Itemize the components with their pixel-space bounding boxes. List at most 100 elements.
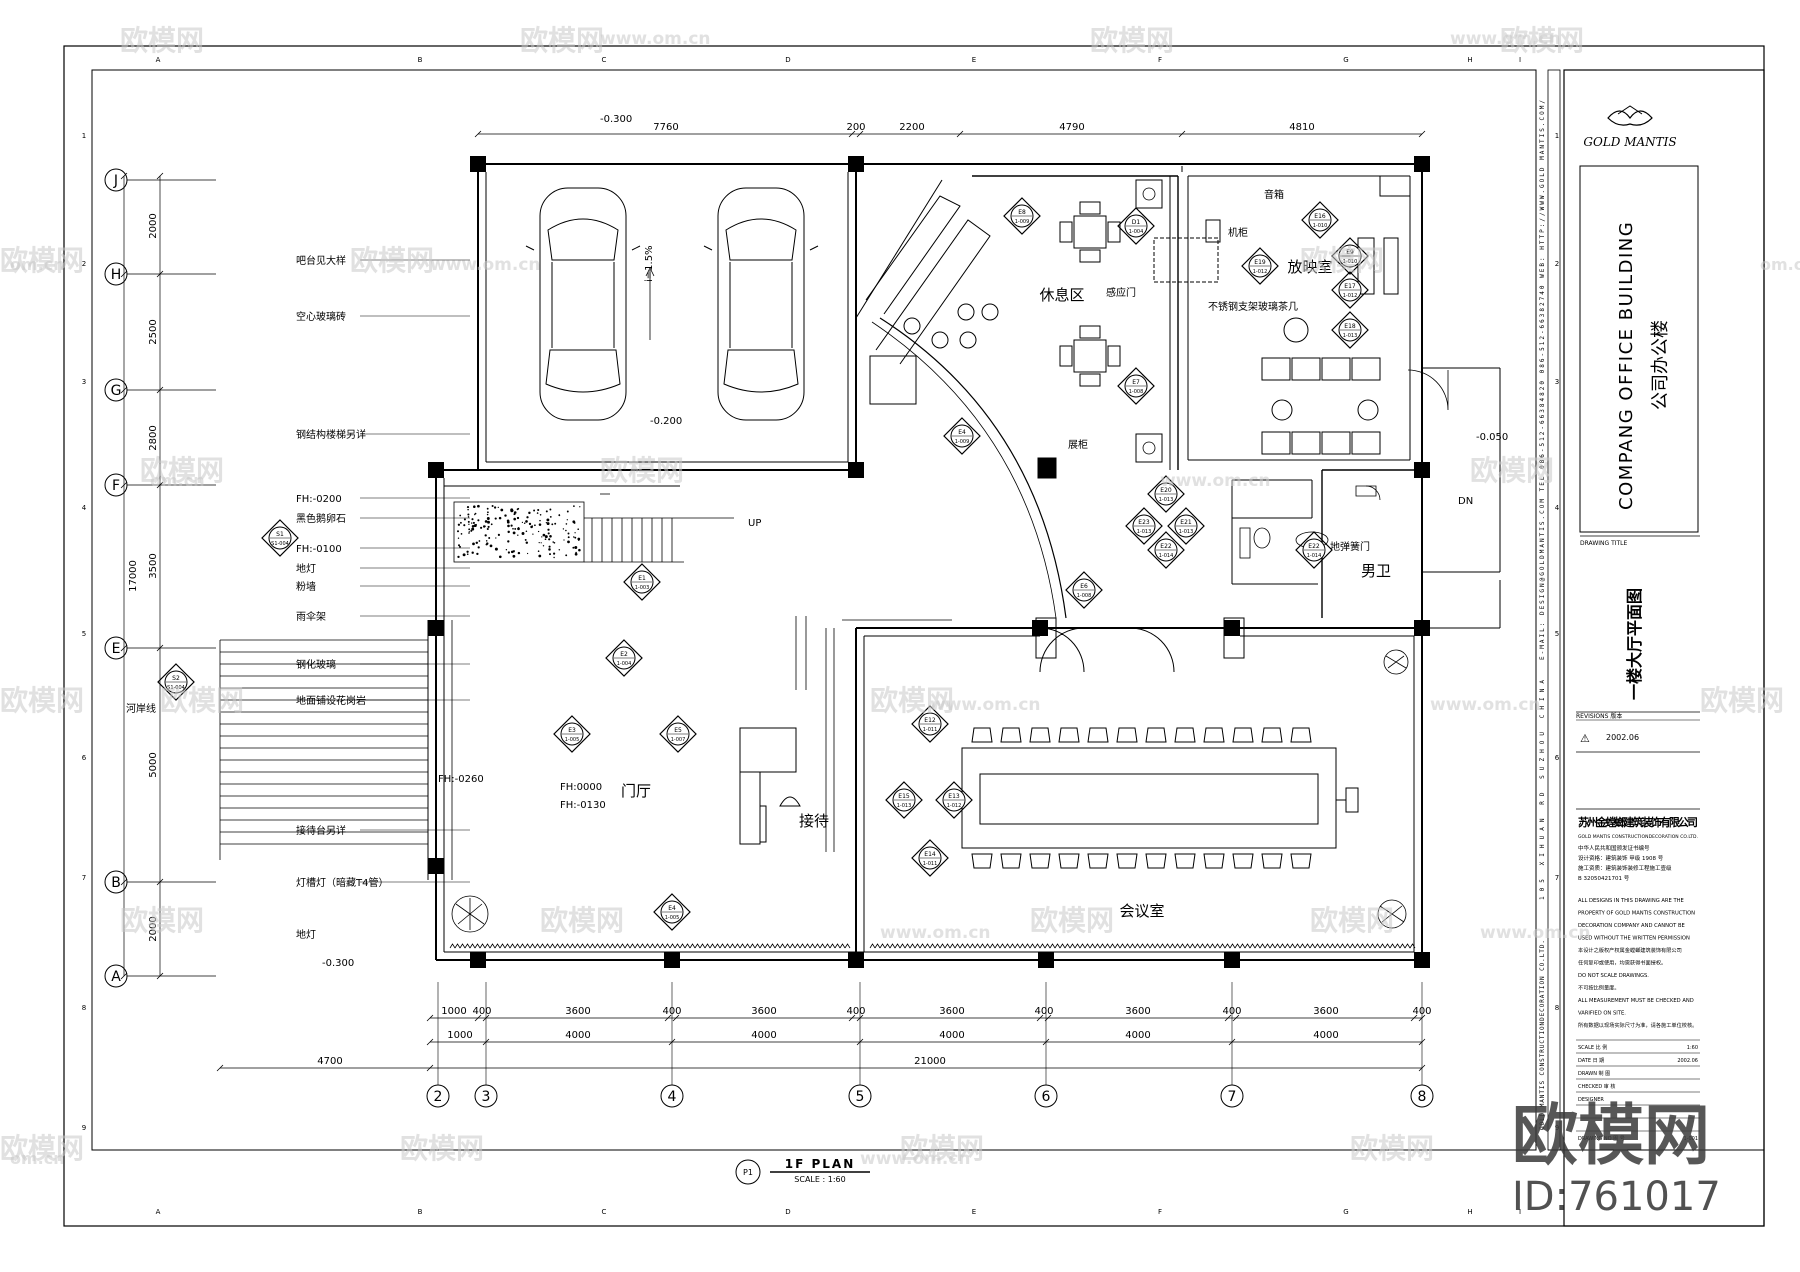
annotation-label: FH:-0200 <box>296 494 342 505</box>
dimension-text: 4810 <box>1289 122 1314 133</box>
column <box>848 156 864 172</box>
annotation-label: FH:0000 <box>560 782 602 793</box>
svg-text:1-004: 1-004 <box>1129 229 1144 235</box>
bar-counter <box>855 179 999 405</box>
border-letter: C <box>602 56 607 64</box>
svg-text:E7: E7 <box>1132 379 1140 386</box>
watermarks: 欧模网欧模网欧模网欧模网欧模网欧模网欧模网欧模网欧模网欧模网欧模网欧模网欧模网欧… <box>0 24 1800 1169</box>
svg-text:1-010: 1-010 <box>1313 223 1328 229</box>
watermark-url: www.om.cn <box>860 1149 971 1169</box>
watermark-url: om.cn <box>1760 255 1800 274</box>
grid-row-label: B <box>111 875 121 891</box>
cert-line: 施工资质：建筑装饰装修工程施工壹级 <box>1578 864 1672 872</box>
annotation-label: 灯槽灯（暗藏T4管） <box>296 876 388 889</box>
border-letter: G <box>1343 1208 1348 1216</box>
annotation-labels: 吧台见大样空心玻璃砖钢结构楼梯另详FH:-0200黑色鹅卵石FH:-0100地灯… <box>126 114 1508 969</box>
column <box>1224 952 1240 968</box>
column <box>428 858 444 874</box>
border-number: 1 <box>82 132 86 140</box>
car-1-icon <box>525 187 641 421</box>
dimension-text: 2200 <box>899 122 924 133</box>
dimension-text: 5000 <box>148 752 159 777</box>
svg-text:1-012: 1-012 <box>1343 293 1358 299</box>
annotation-label: 地弹簧门 <box>1330 540 1370 553</box>
svg-text:1-012: 1-012 <box>1253 269 1268 275</box>
dimension-text: 4790 <box>1059 122 1084 133</box>
annotation-label: 黑色鹅卵石 <box>296 512 346 525</box>
border-number: 8 <box>82 1004 86 1012</box>
svg-text:1-013: 1-013 <box>1159 497 1174 503</box>
border-letter: F <box>1158 1208 1162 1216</box>
column <box>848 462 864 478</box>
disclaimer-notes: ALL DESIGNS IN THIS DRAWING ARE THEPROPE… <box>1578 898 1697 1029</box>
grid-row-label: A <box>111 969 121 985</box>
svg-text:1-011: 1-011 <box>923 861 938 867</box>
annotation-label: DN <box>1458 496 1473 507</box>
svg-text:1-013: 1-013 <box>1179 529 1194 535</box>
cert-line: 设计资格：建筑装饰 甲级 1908 号 <box>1578 854 1664 862</box>
column <box>470 156 486 172</box>
svg-text:E13: E13 <box>948 793 960 800</box>
watermark-url: www.om.cn <box>930 695 1041 715</box>
watermark-text: 欧模网 <box>0 684 84 717</box>
watermark-text: 欧模网 <box>540 904 624 937</box>
dimension-text: 21000 <box>914 1056 946 1067</box>
screening-sofas <box>1261 357 1381 455</box>
annotation-label: i=1.5% <box>644 245 655 282</box>
svg-text:E3: E3 <box>568 727 576 734</box>
dimension-text: 1000 <box>447 1030 472 1041</box>
lounge-tables <box>1059 201 1121 387</box>
room-name: 放映室 <box>1287 258 1332 276</box>
watermark-text: 欧模网 <box>0 244 84 277</box>
svg-text:E19: E19 <box>1254 259 1266 266</box>
dimension-text: 400 <box>1034 1006 1053 1017</box>
dimension-text: 17000 <box>128 560 139 592</box>
dimension-text: 2000 <box>148 916 159 941</box>
dimension-text: 3600 <box>565 1006 590 1017</box>
walls <box>435 163 1501 961</box>
meeting-serrated-wall <box>449 943 1416 949</box>
border-letter: B <box>418 56 423 64</box>
note-line: USED WITHOUT THE WRITTEN PERMISSION <box>1578 936 1690 942</box>
svg-text:E17: E17 <box>1344 283 1356 290</box>
dimension-text: 200 <box>846 122 865 133</box>
dimension-text: 3500 <box>148 553 159 578</box>
vertical-contact: E-MAIL: DESIGN@GOLDMANTIS.COM TEL 086-51… <box>1539 100 1546 660</box>
scale-value: 1:60 <box>1687 1045 1698 1051</box>
svg-text:GOLD MANTIS: GOLD MANTIS <box>1583 135 1676 149</box>
svg-text:1-013: 1-013 <box>897 803 912 809</box>
watermark-text: 欧模网 <box>1300 244 1384 277</box>
svg-text:1-013: 1-013 <box>1137 529 1152 535</box>
annotation-label: 感应门 <box>1106 286 1136 299</box>
border-number: 9 <box>1555 1124 1559 1132</box>
watermark-text: 欧模网 <box>1700 684 1784 717</box>
dimension-text: 3600 <box>751 1006 776 1017</box>
dimension-text: 400 <box>472 1006 491 1017</box>
drawn-label: DRAWN 制 图 <box>1578 1070 1610 1077</box>
watermark-text: 欧模网 <box>160 684 244 717</box>
border-letter: D <box>785 56 790 64</box>
note-line: 所有数据以现场实际尺寸为准，请各施工单位校核。 <box>1578 1021 1697 1029</box>
elevation-tag: E31-005 <box>553 715 591 753</box>
elevation-tag: E17 1-012 <box>1331 271 1369 309</box>
grid-row-label: J <box>113 173 118 189</box>
border-letter: A <box>156 56 161 64</box>
dimension-text: 1000 <box>441 1006 466 1017</box>
dimension-text: 2000 <box>148 213 159 238</box>
border-letter: B <box>418 1208 423 1216</box>
border-number: 4 <box>82 504 87 512</box>
svg-text:1-003: 1-003 <box>635 585 650 591</box>
border-number: 3 <box>1555 378 1559 386</box>
grid-row-label: F <box>112 478 120 494</box>
watermark-text: 欧模网 <box>350 244 434 277</box>
column <box>1038 952 1054 968</box>
